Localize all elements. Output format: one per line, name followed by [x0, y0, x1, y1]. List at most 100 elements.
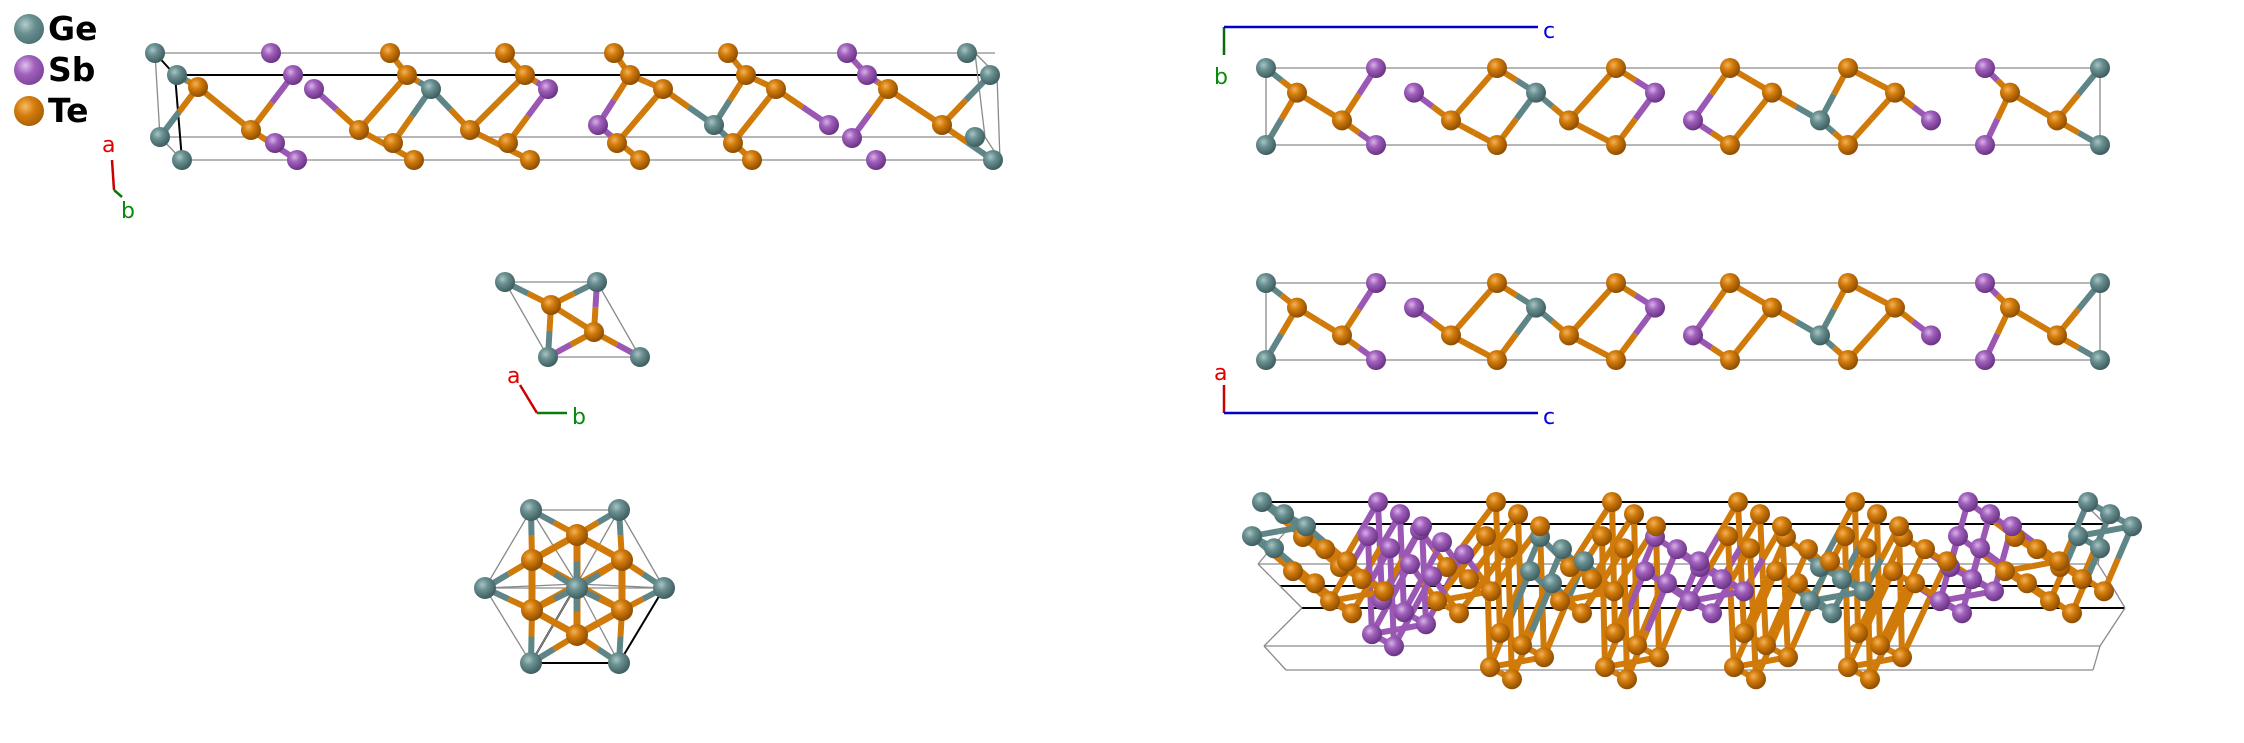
te-atom	[1487, 135, 1507, 155]
bond-te	[1485, 601, 1493, 668]
bond-te	[1735, 501, 1744, 568]
te-atom	[1487, 350, 1507, 370]
bond-te	[1865, 613, 1873, 680]
te-atom	[1512, 635, 1532, 656]
te-atom	[1559, 325, 1579, 346]
sb-atom	[1980, 504, 2000, 525]
bond-te	[1782, 591, 1791, 658]
bond-te	[1747, 548, 1756, 614]
ge-atom	[150, 127, 170, 147]
te-atom	[1624, 504, 1644, 525]
ge-atom	[520, 499, 542, 521]
ge-atom	[421, 79, 441, 99]
te-atom	[515, 65, 535, 85]
axis-a-line	[110, 159, 116, 191]
te-atom	[380, 43, 400, 63]
te-atom	[2062, 603, 2082, 624]
ge-atom	[2068, 526, 2088, 547]
te-atom	[1487, 58, 1507, 78]
sb-atom	[1958, 492, 1978, 512]
te-atom	[520, 150, 540, 170]
unit-cell-edge	[618, 509, 665, 589]
sb-atom	[1380, 538, 1400, 559]
te-atom	[1838, 135, 1858, 155]
te-atom	[1441, 110, 1461, 131]
te-atom	[1614, 538, 1634, 559]
bond-te	[1600, 601, 1608, 668]
te-atom	[1778, 647, 1798, 668]
unit-cell-edge	[1279, 585, 1303, 609]
te-atom	[1756, 635, 1776, 656]
axis-b-label: b	[121, 199, 135, 224]
ge-atom	[2100, 504, 2120, 525]
te-atom	[1283, 561, 1303, 582]
te-atom	[611, 599, 633, 621]
te-atom	[1617, 669, 1637, 690]
te-atom	[1498, 538, 1518, 559]
ge-atom	[2090, 538, 2110, 559]
te-atom	[736, 65, 756, 85]
bc-plane-view	[1256, 58, 2110, 155]
sb-atom	[1404, 82, 1424, 103]
bond-te	[1728, 601, 1737, 668]
sb-atom	[1657, 573, 1677, 594]
ge-atom	[1256, 273, 1276, 293]
te-atom	[1860, 669, 1880, 690]
sb-atom	[1635, 561, 1655, 582]
ge-atom	[2078, 492, 2098, 512]
te-atom	[1766, 561, 1786, 582]
te-atom	[718, 43, 738, 63]
sb-atom	[1412, 516, 1432, 537]
unit-cell-edge	[2111, 585, 2126, 609]
te-atom	[1720, 58, 1740, 78]
sb-atom	[1422, 566, 1442, 587]
legend-label: Ge	[48, 9, 98, 48]
axis-b-line	[113, 189, 123, 198]
te-atom	[1905, 573, 1925, 594]
te-atom	[932, 115, 952, 135]
perspective-view	[145, 43, 1003, 170]
ge-atom	[2090, 350, 2110, 370]
te-atom	[2027, 539, 2047, 560]
sb-atom	[1948, 526, 1968, 547]
te-atom	[1724, 657, 1744, 678]
legend-item-ge: Ge	[14, 8, 97, 49]
bond-te	[1864, 548, 1872, 614]
sb-atom	[1366, 350, 1386, 370]
te-atom	[1720, 135, 1740, 155]
te-atom	[1889, 516, 1909, 537]
te-atom	[1449, 603, 1469, 624]
axis-a-label: a	[102, 133, 115, 158]
axis-indicator-ac: a c	[1214, 361, 1555, 430]
te-atom	[1332, 325, 1352, 346]
te-atom	[1459, 569, 1479, 590]
sb-atom	[1358, 526, 1378, 547]
sb-atom	[1366, 135, 1386, 155]
te-atom	[188, 77, 208, 97]
ge-atom	[520, 652, 542, 674]
sb-atom	[265, 133, 285, 153]
te-atom	[1838, 350, 1858, 370]
axis-a-label: a	[1214, 361, 1227, 386]
te-atom	[1332, 110, 1352, 131]
sb-atom	[819, 115, 839, 135]
te-atom	[1572, 603, 1592, 624]
te-atom	[1502, 669, 1522, 690]
sb-atom	[588, 115, 608, 135]
te-atom	[2047, 325, 2067, 346]
te-atom	[1788, 573, 1808, 594]
unit-cell-edge	[996, 74, 1001, 161]
te-atom	[1848, 623, 1868, 643]
unit-cell-edge	[1257, 563, 1281, 587]
sb-atom	[1362, 624, 1382, 645]
ge-atom	[1256, 58, 1276, 78]
bond-te	[1875, 579, 1883, 646]
te-atom	[1530, 516, 1550, 537]
te-atom	[1720, 273, 1740, 293]
axis-indicator-ab: a b	[507, 364, 586, 430]
axis-c-label: c	[1543, 19, 1555, 44]
ge-atom-icon	[14, 13, 44, 44]
bond-te	[1505, 548, 1513, 614]
te-atom	[1885, 297, 1905, 318]
te-atom	[1870, 635, 1890, 656]
